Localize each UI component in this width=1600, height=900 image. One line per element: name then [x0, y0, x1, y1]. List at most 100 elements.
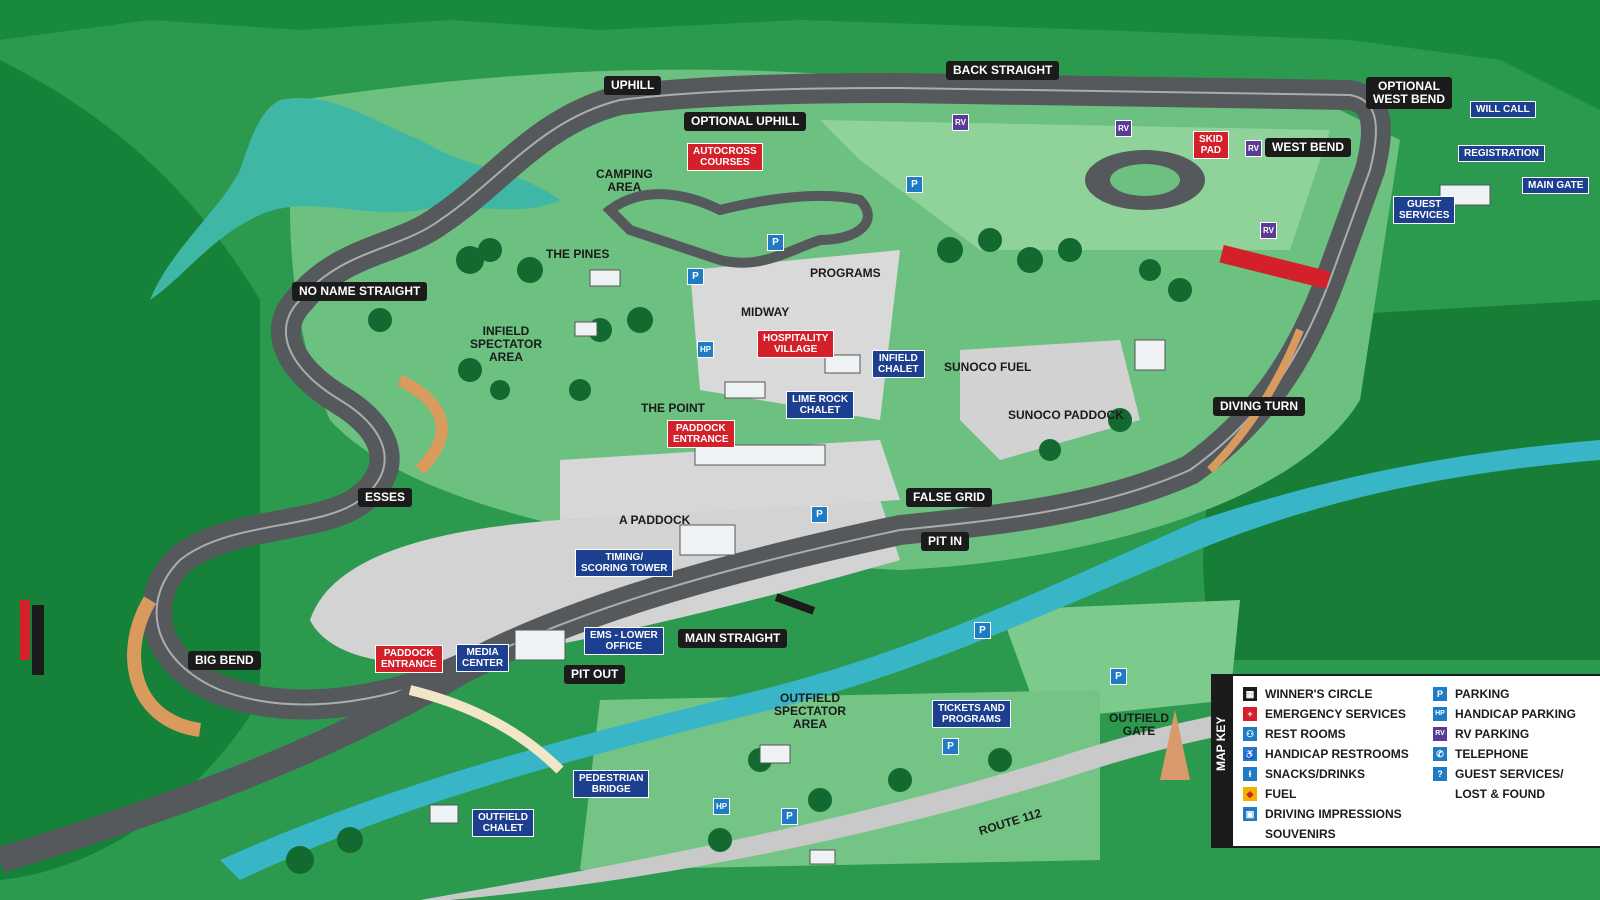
label-optional-uphill: OPTIONAL UPHILL — [684, 112, 807, 131]
label-midway: MIDWAY — [741, 305, 790, 319]
handicap-parking-pin: HP — [713, 798, 730, 815]
track-edge — [155, 86, 1377, 706]
map-key-item: ?GUEST SERVICES/ — [1433, 764, 1576, 784]
handicap-parking-pin: HP — [697, 341, 714, 358]
cross-icon: + — [1243, 707, 1257, 721]
parking-icon: P — [1433, 687, 1447, 701]
label-media-center: MEDIA CENTER — [456, 644, 510, 672]
label-false-grid: FALSE GRID — [906, 488, 993, 507]
label-outfield-spectator-area: OUTFIELD SPECTATOR AREA — [774, 691, 847, 731]
map-key-item: ✆TELEPHONE — [1433, 744, 1576, 764]
restroom-icon: ⚇ — [1243, 727, 1257, 741]
map-key: MAP KEY ▦WINNER'S CIRCLE +EMERGENCY SERV… — [1211, 674, 1600, 848]
label-diving-turn: DIVING TURN — [1213, 397, 1305, 416]
marsh — [150, 98, 560, 300]
forest-top — [0, 0, 1600, 110]
red-bridge — [1219, 244, 1331, 290]
autocross-course — [602, 189, 873, 268]
label-no-name-straight: NO NAME STRAIGHT — [292, 282, 428, 301]
label-lime-rock-chalet: LIME ROCK CHALET — [786, 391, 855, 419]
label-infield-chalet: INFIELD CHALET — [872, 350, 925, 378]
route-112-road — [420, 690, 1400, 900]
checkered-flag-icon: ▦ — [1243, 687, 1257, 701]
label-main-gate: MAIN GATE — [1522, 177, 1590, 194]
label-uphill: UPHILL — [604, 76, 662, 95]
map-key-left-column: ▦WINNER'S CIRCLE +EMERGENCY SERVICES ⚇RE… — [1243, 684, 1409, 844]
billboard — [20, 600, 30, 660]
parking-pin: P — [974, 622, 991, 639]
souvenir-icon: ▣ — [1243, 807, 1257, 821]
fuel-icon: ◆ — [1243, 787, 1257, 801]
parking-pin: P — [767, 234, 784, 251]
map-key-title: MAP KEY — [1214, 716, 1228, 771]
label-tickets-and-programs: TICKETS AND PROGRAMS — [932, 700, 1011, 728]
label-infield-spectator-area: INFIELD SPECTATOR AREA — [470, 324, 543, 364]
rv-parking-pin: RV — [1115, 120, 1132, 137]
label-sunoco-paddock: SUNOCO PADDOCK — [1008, 408, 1124, 422]
guest-services-icon: ? — [1433, 767, 1447, 781]
rv-parking-pin: RV — [952, 114, 969, 131]
label-the-point: THE POINT — [641, 401, 706, 415]
label-guest-services: GUEST SERVICES — [1393, 196, 1456, 224]
parking-pin: P — [1110, 668, 1127, 685]
label-optional-west-bend: OPTIONAL WEST BEND — [1366, 77, 1452, 109]
a-paddock-area — [310, 500, 900, 664]
parking-pin: P — [811, 506, 828, 523]
label-a-paddock: A PADDOCK — [619, 513, 691, 527]
parking-pin: P — [906, 176, 923, 193]
label-pit-in: PIT IN — [921, 532, 970, 551]
map-key-item: LOST & FOUND — [1455, 787, 1545, 801]
label-paddock-entrance-outfield: PADDOCK ENTRANCE — [375, 645, 443, 673]
label-skid-pad: SKID PAD — [1193, 131, 1229, 159]
label-ems-lower-office: EMS - LOWER OFFICE — [584, 627, 664, 655]
map-key-item: ▦WINNER'S CIRCLE — [1243, 684, 1409, 704]
rv-parking-icon: RV — [1433, 727, 1447, 741]
map-key-item: ▣DRIVING IMPRESSIONS — [1243, 804, 1409, 824]
parking-pin: P — [687, 268, 704, 285]
church — [1160, 710, 1190, 780]
river — [220, 440, 1600, 880]
telephone-icon: ✆ — [1433, 747, 1447, 761]
label-pedestrian-bridge: PEDESTRIAN BRIDGE — [573, 770, 650, 798]
rv-parking-pin: RV — [1260, 222, 1277, 239]
skid-pad-center — [1110, 164, 1180, 196]
label-camping-area: CAMPING AREA — [596, 167, 653, 194]
label-registration: REGISTRATION — [1458, 145, 1545, 162]
label-pit-out: PIT OUT — [564, 665, 626, 684]
parking-pin: P — [781, 808, 798, 825]
label-will-call: WILL CALL — [1470, 101, 1536, 118]
billboard-2 — [32, 605, 44, 675]
lower-field — [1000, 600, 1240, 720]
label-west-bend: WEST BEND — [1265, 138, 1351, 157]
pedestrian-bridge — [408, 685, 564, 774]
label-timing-scoring-tower: TIMING/ SCORING TOWER — [575, 549, 674, 577]
label-sunoco-fuel: SUNOCO FUEL — [944, 360, 1032, 374]
label-hospitality-village: HOSPITALITY VILLAGE — [757, 330, 835, 358]
label-main-straight: MAIN STRAIGHT — [678, 629, 788, 648]
handicap-restroom-icon: ♿ — [1243, 747, 1257, 761]
map-key-item: ◆FUEL — [1243, 784, 1409, 804]
buildings — [429, 184, 1491, 865]
label-the-pines: THE PINES — [546, 247, 610, 261]
map-key-item: SOUVENIRS — [1265, 827, 1336, 841]
label-back-straight: BACK STRAIGHT — [946, 61, 1060, 80]
sunoco-paddock-lot — [960, 340, 1140, 460]
outfield-lawn — [580, 690, 1100, 870]
handicap-parking-icon: HP — [1433, 707, 1447, 721]
label-paddock-entrance-infield: PADDOCK ENTRANCE — [667, 420, 735, 448]
label-big-bend: BIG BEND — [188, 651, 261, 670]
big-bend-runoff — [127, 596, 202, 737]
finish-line — [774, 593, 816, 615]
map-key-item: ⚇REST ROOMS — [1243, 724, 1409, 744]
label-esses: ESSES — [358, 488, 413, 507]
parking-pin: P — [942, 738, 959, 755]
esses-runoff — [397, 374, 448, 475]
snacks-icon: Ɨ — [1243, 767, 1257, 781]
label-outfield-gate: OUTFIELD GATE — [1109, 711, 1169, 738]
label-outfield-chalet: OUTFIELD CHALET — [472, 809, 534, 837]
